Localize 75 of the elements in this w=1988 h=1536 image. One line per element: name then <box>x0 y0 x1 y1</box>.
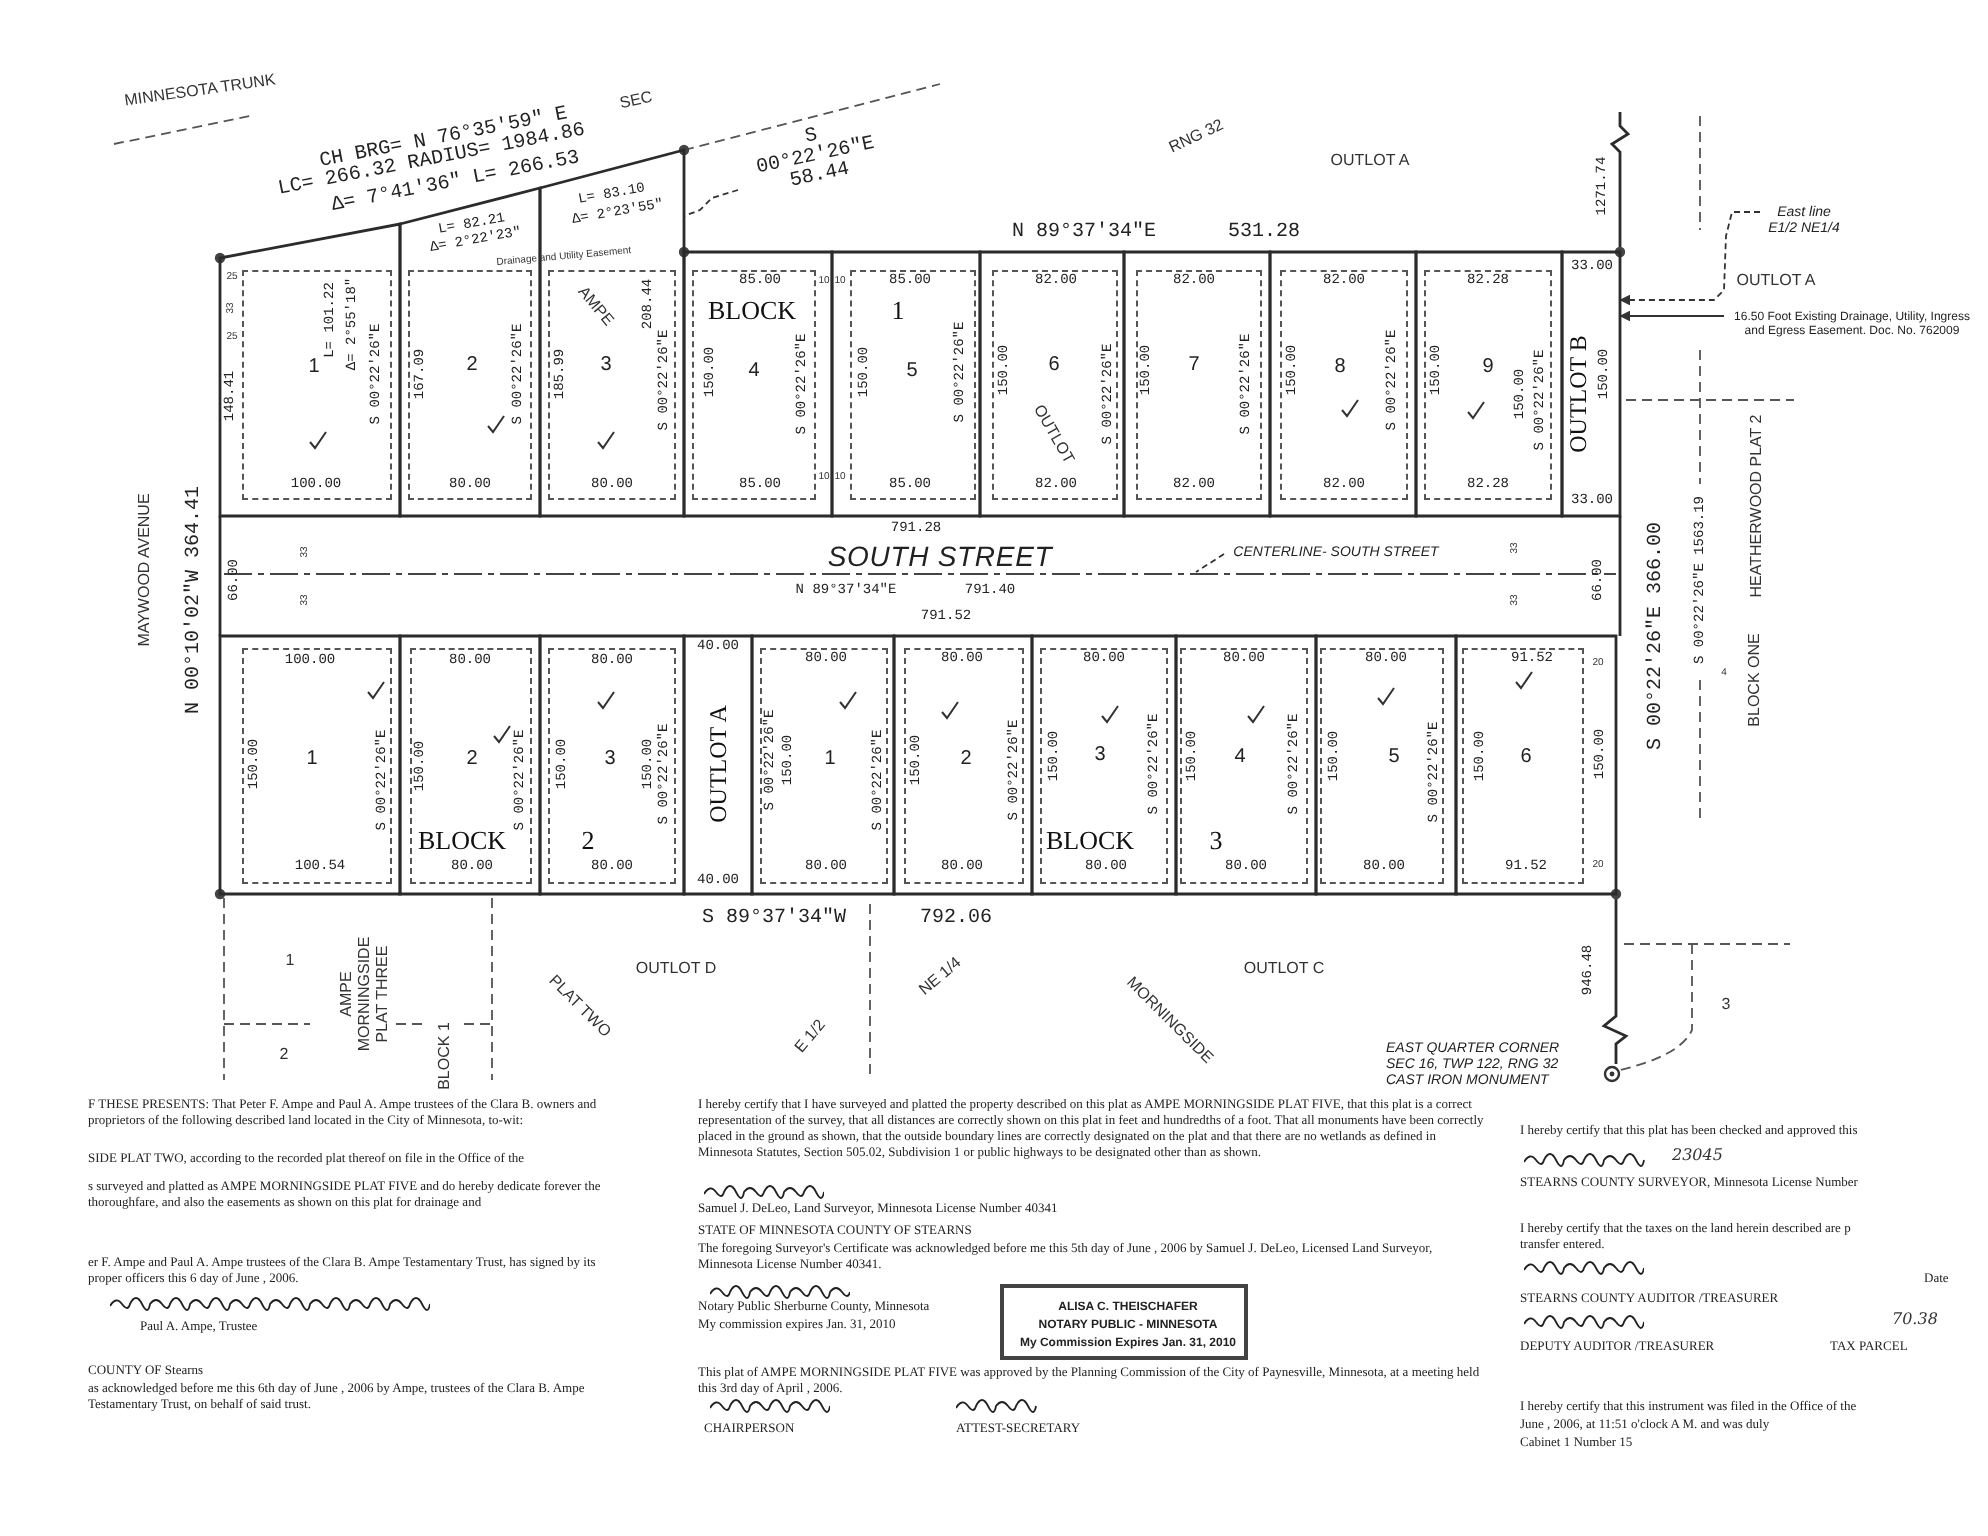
area-label: OUTLOT A <box>1330 151 1410 169</box>
area-label: AMPE MORNINGSIDE PLAT THREE <box>337 934 391 1056</box>
lot-number: 3 <box>604 750 616 770</box>
handwritten-entry: 70.38 <box>1892 1312 1938 1328</box>
dimension-label: 531.28 <box>1228 224 1300 244</box>
lot-number: 6 <box>1048 356 1060 376</box>
lot-parcel <box>1456 636 1616 894</box>
lot-parcel <box>1124 252 1270 516</box>
block-label: 1 <box>891 297 905 323</box>
area-label: OUTLOT D <box>635 959 717 977</box>
lot-number: 2 <box>466 356 478 376</box>
block-label: 2 <box>581 827 595 853</box>
area-label: NE 1/4 <box>915 953 965 999</box>
lot-number: 6 <box>1520 748 1532 768</box>
lot-parcel <box>540 636 684 894</box>
dimension-label: S 89°37'34"W <box>702 910 846 930</box>
leader-line <box>683 189 739 217</box>
outlot-label: OUTLOT A <box>706 705 730 823</box>
lot-number: 9 <box>1482 358 1494 378</box>
lot-number: 3 <box>1094 746 1106 766</box>
lot-parcel <box>1032 636 1176 894</box>
dimension-label: N 89°37'34"E <box>1012 224 1156 244</box>
leader-arrow <box>1619 211 1761 306</box>
outlot-label: OUTLOT B <box>1566 335 1590 453</box>
block-label: 3 <box>1209 827 1223 853</box>
lot-number: 4 <box>1234 748 1246 768</box>
lot-parcel <box>1562 252 1620 516</box>
lot-parcel <box>894 636 1032 894</box>
lot-number: 3 <box>600 356 612 376</box>
lot-number: 8 <box>1334 358 1346 378</box>
lot-parcel <box>980 252 1124 516</box>
area-label: E 1/2 <box>791 1015 829 1057</box>
lot-number: 7 <box>1188 356 1200 376</box>
lot-number: 1 <box>308 358 320 378</box>
lot-parcel <box>752 636 894 894</box>
leader-line <box>1195 553 1225 573</box>
lot-number: 2 <box>960 750 972 770</box>
lot-number: 5 <box>906 362 918 382</box>
block-label: BLOCK <box>417 827 507 853</box>
notary-stamp <box>1000 1284 1248 1360</box>
block-label: BLOCK <box>1045 827 1135 853</box>
area-label: 3 <box>1721 995 1731 1013</box>
lot-number: 2 <box>466 750 478 770</box>
area-label: RNG 32 <box>1166 115 1226 157</box>
lot-parcel <box>220 224 400 516</box>
dimension-label: S 00°22'26"E 366.00 <box>1648 521 1668 751</box>
leader-arrow <box>1619 310 1725 322</box>
lot-parcel <box>400 636 540 894</box>
lot-parcel <box>832 252 980 516</box>
lot-number: 5 <box>1388 748 1400 768</box>
lot-parcel <box>1270 252 1416 516</box>
area-label: MAYWOOD AVENUE <box>135 493 153 647</box>
block-label: BLOCK <box>707 297 797 323</box>
dimension-label: N 00°10'02"W 364.41 <box>186 485 206 715</box>
lot-parcel <box>1416 252 1562 516</box>
area-label: OUTLOT C <box>1243 959 1325 977</box>
lot-parcel <box>1176 636 1316 894</box>
lot-parcel <box>684 252 832 516</box>
area-label: BLOCK 1 <box>435 1022 453 1090</box>
area-label: OUTLOT A <box>1736 271 1816 289</box>
handwritten-entry: 23045 <box>1672 1148 1723 1164</box>
lot-number: 4 <box>748 362 760 382</box>
area-label: BLOCK ONE <box>1745 633 1763 727</box>
lot-parcel <box>220 636 400 894</box>
lot-parcel <box>1316 636 1456 894</box>
area-label: MINNESOTA TRUNK <box>123 70 277 110</box>
dimension-label: 792.06 <box>920 910 992 930</box>
area-label: HEATHERWOOD PLAT 2 <box>1747 414 1765 598</box>
lot-number: 1 <box>306 750 318 770</box>
lot-number: 1 <box>824 750 836 770</box>
area-label: 1 <box>285 951 295 969</box>
area-label: 2 <box>279 1045 289 1063</box>
lot-parcel <box>684 636 752 894</box>
area-label: SEC <box>618 87 654 113</box>
street-name: SOUTH STREET <box>827 542 1053 570</box>
